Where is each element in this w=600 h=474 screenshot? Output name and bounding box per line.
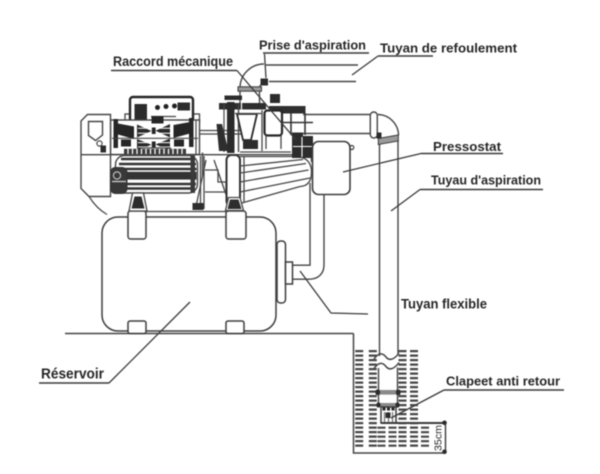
svg-text:Raccord mécanique: Raccord mécanique	[113, 54, 233, 69]
svg-text:Réservoir: Réservoir	[41, 367, 104, 383]
svg-text:35cm: 35cm	[433, 425, 445, 451]
svg-text:Prise d'aspiration: Prise d'aspiration	[259, 38, 366, 53]
svg-text:Tuyau d'aspiration: Tuyau d'aspiration	[431, 173, 541, 188]
svg-text:Pressostat: Pressostat	[433, 139, 502, 154]
svg-text:Clapeet anti retour: Clapeet anti retour	[446, 374, 560, 389]
svg-text:Tuyan de refoulement: Tuyan de refoulement	[380, 41, 518, 56]
svg-text:Tuyan flexible: Tuyan flexible	[401, 297, 487, 312]
